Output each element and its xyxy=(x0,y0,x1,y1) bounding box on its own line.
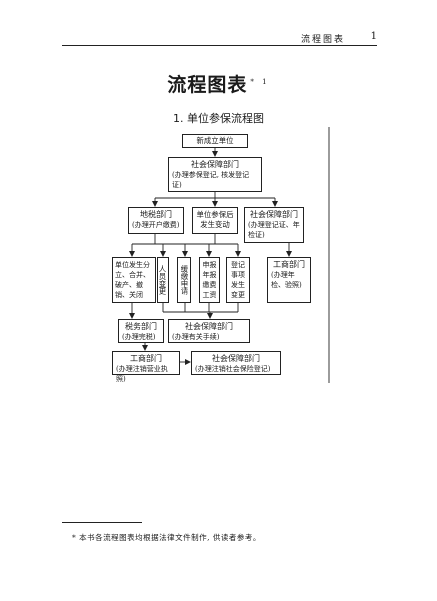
defer-payment-label: 缓缴申请 xyxy=(180,265,189,295)
running-head: 流程图表 1 xyxy=(62,30,377,45)
social-security-2-title: 社会保障部门 xyxy=(250,210,298,219)
social-security-3-title: 社会保障部门 xyxy=(185,322,233,331)
tax-dept-title: 地税部门 xyxy=(140,210,172,219)
social-security-4-sub: (办理注销社会保险登记) xyxy=(195,365,271,373)
social-security-4-title: 社会保障部门 xyxy=(212,354,260,363)
commerce-dept-box-2: 工商部门 (办理注销营业执照) xyxy=(112,351,180,383)
tax-dept-box-2: 税务部门 (办理完税) xyxy=(118,319,164,343)
registration-change-box: 登记事项发生变更 xyxy=(226,257,250,303)
social-security-dept-box-2: 社会保障部门 (办理登记证、年检证) xyxy=(244,207,304,243)
commerce-1-title: 工商部门 xyxy=(273,260,305,269)
tax-2-title: 税务部门 xyxy=(125,322,157,331)
social-security-2-sub: (办理登记证、年检证) xyxy=(248,221,300,239)
unit-dissolve-label: 单位发生分立、合并、破产、撤销、关闭 xyxy=(115,261,150,299)
registration-change-label: 登记事项发生变更 xyxy=(231,261,245,299)
page-number: 1 xyxy=(370,31,377,42)
running-head-title: 流程图表 xyxy=(300,35,345,45)
commerce-1-sub: (办理年检、验照) xyxy=(271,271,302,289)
personnel-change-label: 人员变更 xyxy=(158,265,167,295)
page-title-text: 流程图表 xyxy=(167,74,248,96)
defer-payment-box: 缓缴申请 xyxy=(177,257,191,303)
social-security-dept-box-3: 社会保障部门 (办理有关手续) xyxy=(168,319,250,343)
footnote-rule xyxy=(62,522,142,523)
social-security-1-title: 社会保障部门 xyxy=(191,160,239,169)
footnote: * 本书各流程图表均根据法律文件制作, 供读者参考。 xyxy=(72,533,261,542)
wage-report-label: 申报年报缴费工资 xyxy=(202,261,217,299)
header-rule xyxy=(62,45,377,46)
commerce-2-sub: (办理注销营业执照) xyxy=(116,365,168,383)
footnote-marker: * 1 xyxy=(250,77,270,86)
wage-report-box: 申报年报缴费工资 xyxy=(199,257,220,303)
unit-change-line-2: 发生变动 xyxy=(200,220,230,229)
new-unit-label: 新成立单位 xyxy=(196,136,234,145)
tax-dept-box: 地税部门 (办理开户缴费) xyxy=(128,207,184,234)
commerce-dept-box-1: 工商部门 (办理年检、验照) xyxy=(267,257,311,303)
social-security-3-sub: (办理有关手续) xyxy=(172,333,220,341)
social-security-1-sub: (办理参保登记, 核发登记证) xyxy=(172,171,250,189)
tax-dept-sub: (办理开户缴费) xyxy=(132,221,180,229)
social-security-dept-box-4: 社会保障部门 (办理注销社会保险登记) xyxy=(191,351,281,375)
unit-change-line-1: 单位参保后 xyxy=(196,210,234,219)
page-title: 流程图表* 1 xyxy=(0,70,437,97)
new-unit-box: 新成立单位 xyxy=(182,134,248,148)
unit-change-box: 单位参保后 发生变动 xyxy=(192,207,238,234)
tax-2-sub: (办理完税) xyxy=(122,333,156,341)
section-heading: 1. 单位参保流程图 xyxy=(173,112,264,125)
personnel-change-box: 人员变更 xyxy=(157,257,169,303)
commerce-2-title: 工商部门 xyxy=(130,354,162,363)
unit-dissolve-box: 单位发生分立、合并、破产、撤销、关闭 xyxy=(112,257,156,303)
social-security-dept-box-1: 社会保障部门 (办理参保登记, 核发登记证) xyxy=(168,157,262,192)
